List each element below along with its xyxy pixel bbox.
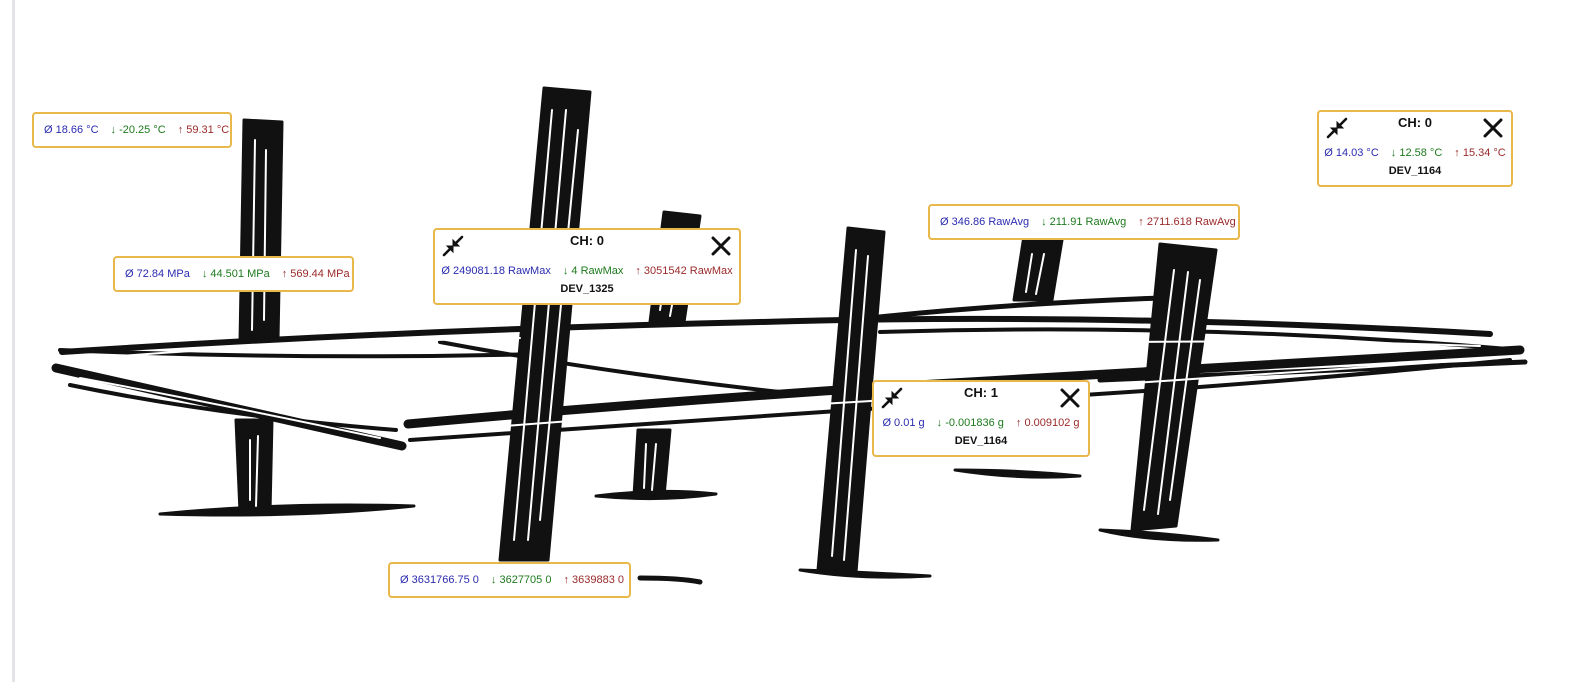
avg-value: Ø 3631766.75 0: [400, 574, 479, 586]
sensor-card-weight[interactable]: CH: 1 Ø 0.01 g ↓ -0.001836 g ↑ 0.009102 …: [872, 380, 1090, 457]
card-header: CH: 0: [435, 230, 739, 260]
collapse-arrows-icon[interactable]: [1325, 116, 1349, 140]
sensor-card-rawmax[interactable]: CH: 0 Ø 249081.18 RawMax ↓ 4 RawMax ↑ 30…: [433, 228, 741, 305]
close-x-icon[interactable]: [709, 234, 733, 258]
avg-value: Ø 72.84 MPa: [125, 268, 190, 280]
collapse-arrows-icon[interactable]: [441, 234, 465, 258]
avg-value: Ø 18.66 °C: [44, 124, 99, 136]
avg-value: Ø 249081.18 RawMax: [441, 265, 551, 277]
min-value: ↓ -0.001836 g: [936, 417, 1004, 429]
channel-title: CH: 1: [964, 385, 998, 400]
max-value: ↑ 0.009102 g: [1015, 417, 1080, 429]
channel-title: CH: 0: [1398, 115, 1432, 130]
sensor-badge-temperature-left[interactable]: Ø 18.66 °C ↓ -20.25 °C ↑ 59.31 °C: [32, 112, 232, 148]
min-value: ↓ 4 RawMax: [562, 265, 624, 277]
max-value: ↑ 569.44 MPa: [281, 268, 350, 280]
sensor-stats: Ø 346.86 RawAvg ↓ 211.91 RawAvg ↑ 2711.6…: [940, 215, 1236, 229]
left-border: [12, 0, 15, 682]
sensor-stats: Ø 0.01 g ↓ -0.001836 g ↑ 0.009102 g: [874, 412, 1088, 430]
sensor-stats: Ø 14.03 °C ↓ 12.58 °C ↑ 15.34 °C: [1319, 142, 1511, 160]
min-value: ↓ 44.501 MPa: [201, 268, 270, 280]
avg-value: Ø 0.01 g: [882, 417, 925, 429]
device-id: DEV_1164: [1388, 165, 1442, 177]
sensor-stats: Ø 3631766.75 0 ↓ 3627705 0 ↑ 3639883 0: [400, 573, 624, 587]
collapse-arrows-icon[interactable]: [880, 386, 904, 410]
sensor-badge-counter[interactable]: Ø 3631766.75 0 ↓ 3627705 0 ↑ 3639883 0: [388, 562, 631, 598]
device-id: DEV_1164: [954, 435, 1008, 447]
max-value: ↑ 3639883 0: [563, 574, 625, 586]
close-x-icon[interactable]: [1481, 116, 1505, 140]
close-x-icon[interactable]: [1058, 386, 1082, 410]
sensor-stats: Ø 249081.18 RawMax ↓ 4 RawMax ↑ 3051542 …: [435, 260, 739, 278]
sensor-badge-pressure[interactable]: Ø 72.84 MPa ↓ 44.501 MPa ↑ 569.44 MPa: [113, 256, 354, 292]
sensor-card-temperature-right[interactable]: CH: 0 Ø 14.03 °C ↓ 12.58 °C ↑ 15.34 °C D…: [1317, 110, 1513, 187]
max-value: ↑ 2711.618 RawAvg: [1138, 216, 1236, 228]
min-value: ↓ 211.91 RawAvg: [1041, 216, 1127, 228]
card-header: CH: 1: [874, 382, 1088, 412]
min-value: ↓ 12.58 °C: [1390, 147, 1443, 159]
sensor-badge-rawavg[interactable]: Ø 346.86 RawAvg ↓ 211.91 RawAvg ↑ 2711.6…: [928, 204, 1240, 240]
max-value: ↑ 3051542 RawMax: [635, 265, 733, 277]
device-id: DEV_1325: [560, 283, 614, 295]
sensor-stats: Ø 18.66 °C ↓ -20.25 °C ↑ 59.31 °C: [44, 123, 229, 137]
channel-title: CH: 0: [570, 233, 604, 248]
min-value: ↓ 3627705 0: [490, 574, 552, 586]
sensor-stats: Ø 72.84 MPa ↓ 44.501 MPa ↑ 569.44 MPa: [125, 267, 350, 281]
min-value: ↓ -20.25 °C: [110, 124, 166, 136]
max-value: ↑ 15.34 °C: [1454, 147, 1506, 159]
avg-value: Ø 14.03 °C: [1324, 147, 1379, 159]
card-header: CH: 0: [1319, 112, 1511, 142]
avg-value: Ø 346.86 RawAvg: [940, 216, 1030, 228]
max-value: ↑ 59.31 °C: [177, 124, 230, 136]
